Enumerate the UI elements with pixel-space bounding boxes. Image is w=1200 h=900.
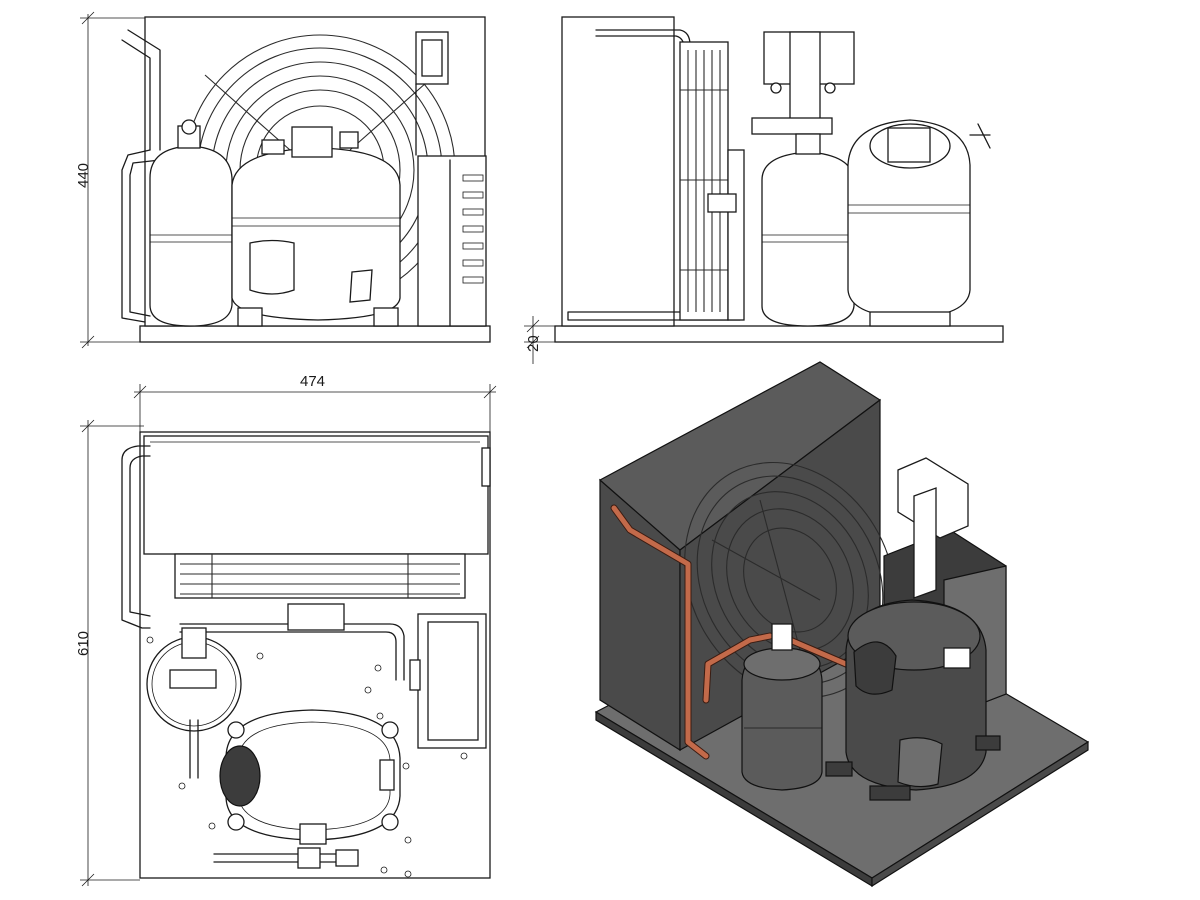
side-electrical-box [751,31,855,135]
top-condenser [143,435,489,555]
top-service-valve [213,847,359,869]
iso-receiver-tank [741,623,823,791]
iso-electrical-box [897,457,969,599]
front-pipe-left [121,149,151,323]
dim-label-height: 440 [75,163,92,188]
side-base-plate [554,325,1004,343]
top-mounting-holes [146,636,468,878]
front-control-box [417,155,487,327]
front-view [121,16,491,343]
front-compressor [231,126,401,327]
dim-label-depth: 610 [75,631,92,656]
top-receiver-tank [146,627,242,779]
top-compressor [219,709,401,845]
iso-compressor [825,599,1001,801]
side-compressor [847,119,991,327]
top-control-box [409,613,487,749]
isometric-view [594,361,1090,888]
dimension-front-height [80,11,145,349]
dim-label-width: 474 [300,373,325,390]
dimension-top-width [133,384,497,432]
dimension-top-depth [80,419,144,887]
side-fan-guard [679,41,745,321]
dimension-base-height [524,316,562,364]
dim-label-base: 20 [525,335,542,352]
front-base-plate [139,325,491,343]
front-receiver-tank [149,119,233,327]
top-fan-guard [174,553,466,599]
front-electrical-box [415,31,449,156]
front-pipe-top [121,29,161,151]
side-receiver-tank [707,133,855,327]
side-view [554,16,1004,343]
top-view [121,431,491,879]
side-condenser-panel [561,16,675,327]
